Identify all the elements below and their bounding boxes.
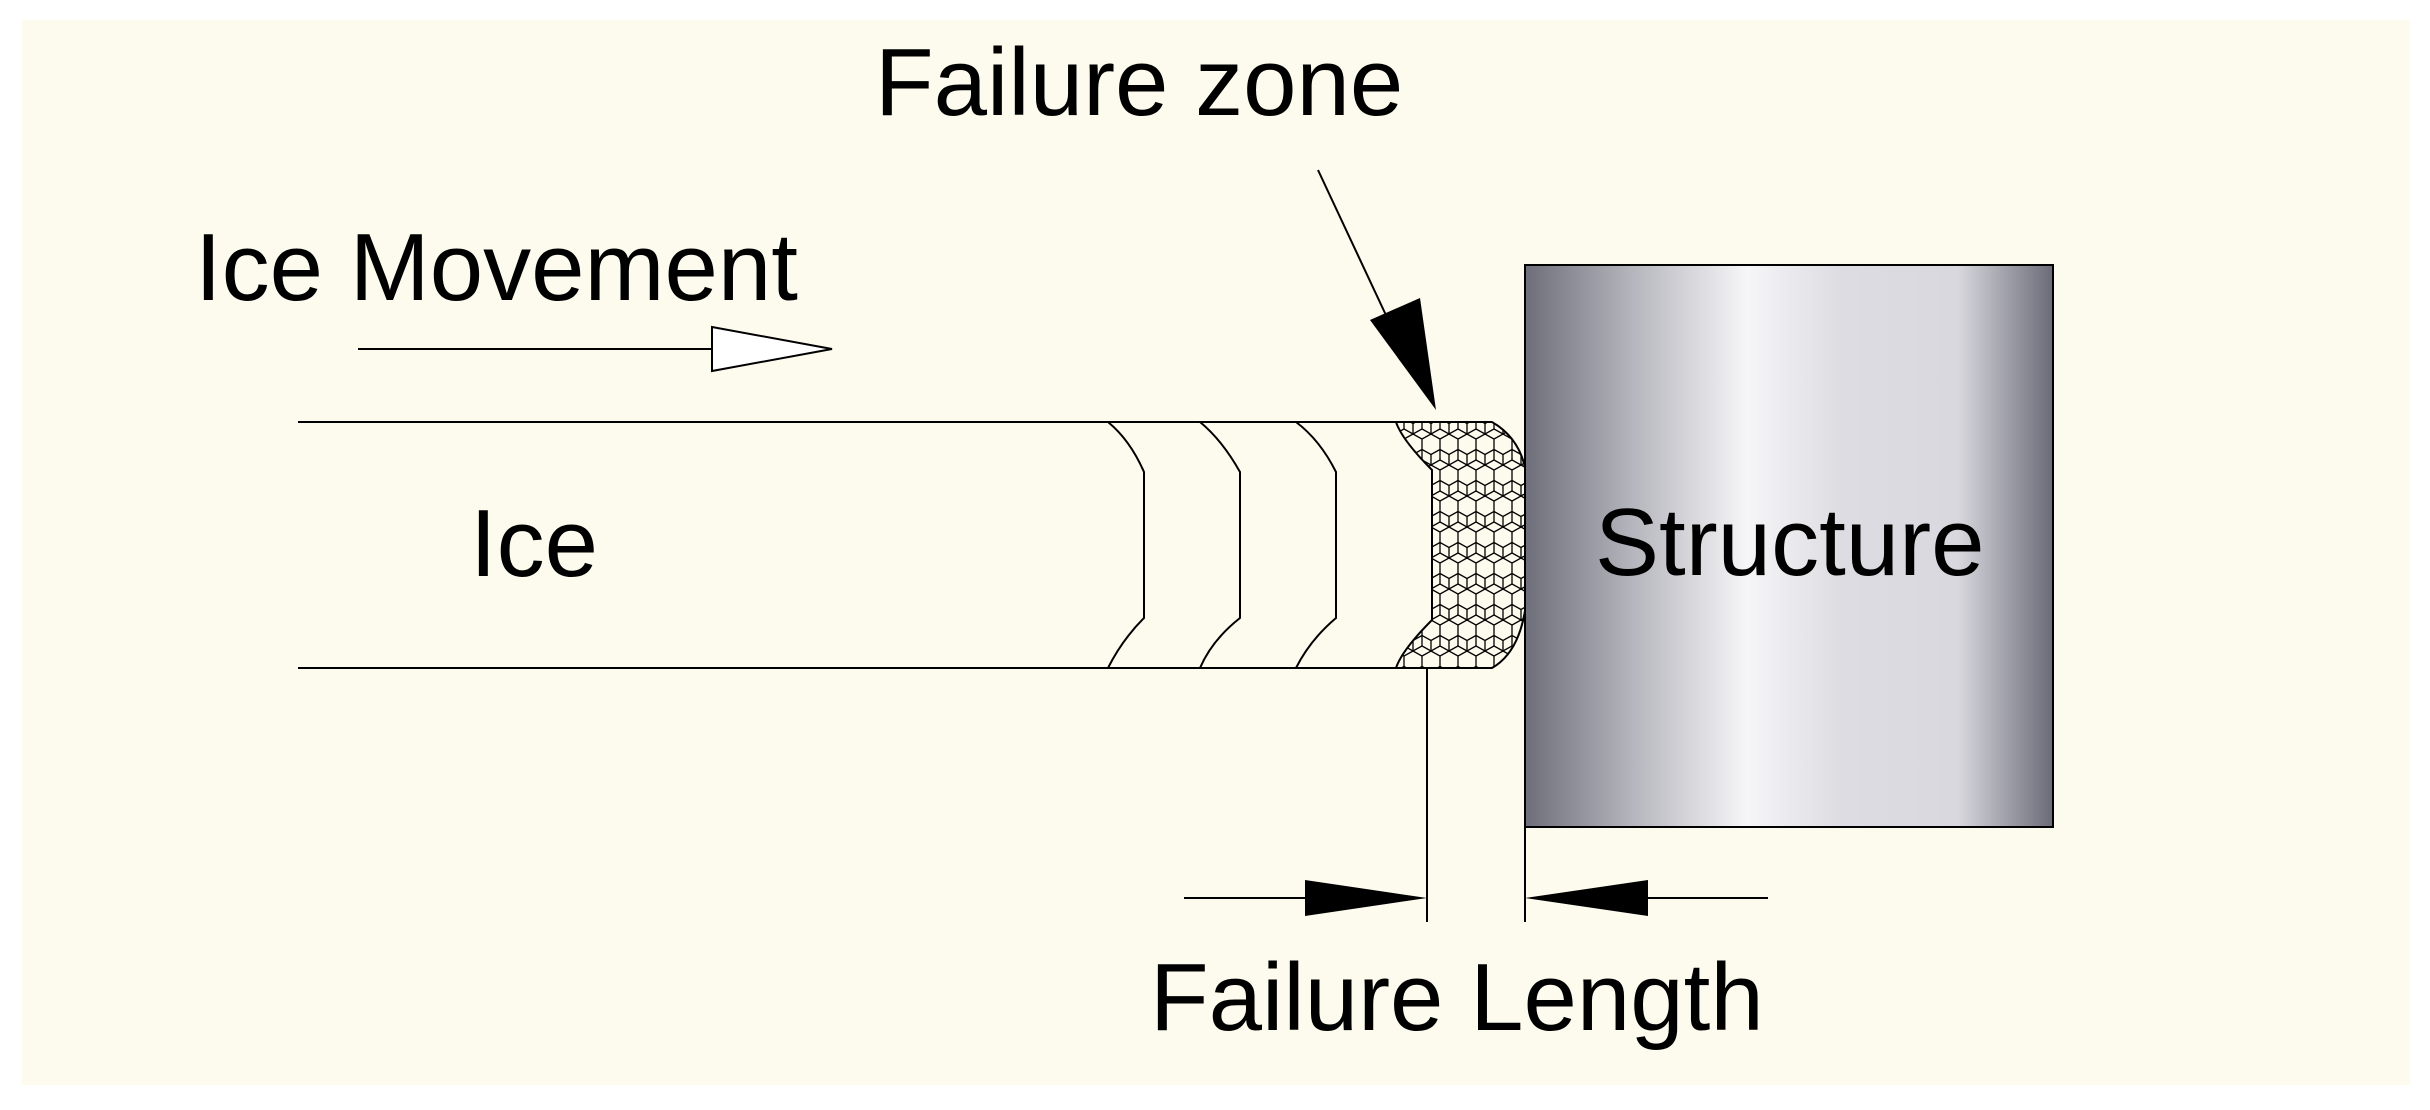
structure-block xyxy=(1524,264,2054,828)
ice-movement-label: Ice Movement xyxy=(195,214,798,321)
ice-sheet xyxy=(298,421,1492,669)
ice-label: Ice xyxy=(470,490,598,597)
dimension-arrowhead-right xyxy=(1525,880,1648,916)
ice-movement-arrowhead xyxy=(711,325,833,373)
failure-length-dimension xyxy=(1184,668,1768,922)
failure-zone-label: Failure zone xyxy=(875,29,1403,136)
failure-length-label: Failure Length xyxy=(1150,944,1764,1051)
failure-zone-arrowhead xyxy=(1370,298,1436,410)
dimension-arrowhead-left xyxy=(1305,880,1427,916)
fracture-lines xyxy=(1107,421,1337,669)
failure-zone-leader-line xyxy=(1317,169,1393,329)
structure-label: Structure xyxy=(1595,489,1984,596)
